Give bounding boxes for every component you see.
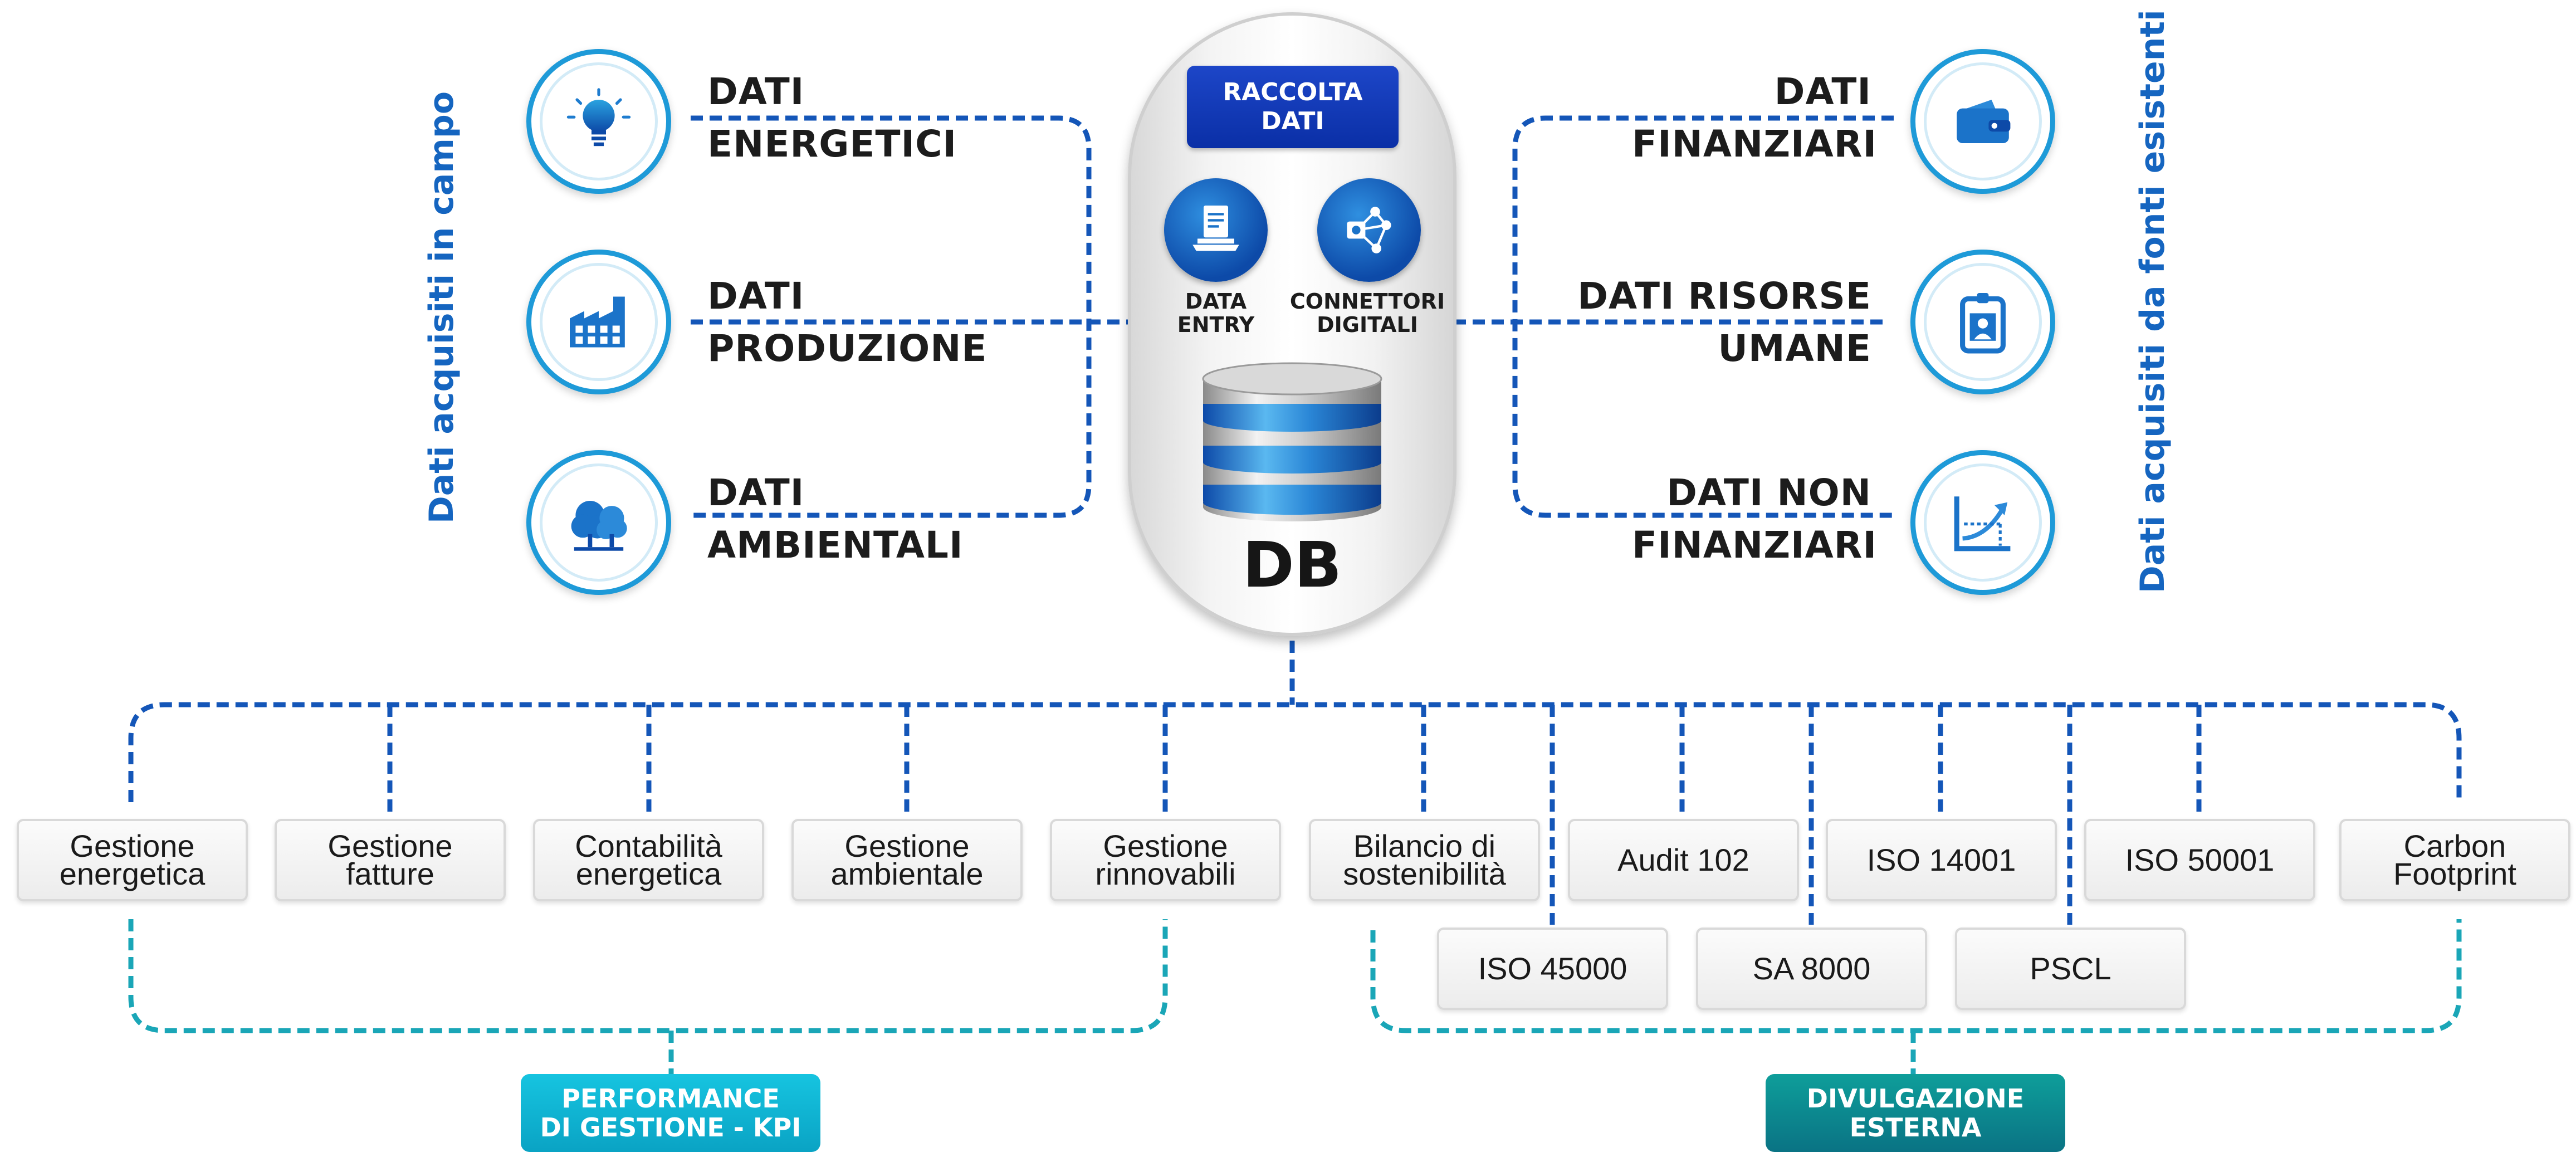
lightbulb-icon xyxy=(566,88,631,147)
connectors-label: CONNETTORI DIGITALI xyxy=(1289,289,1445,337)
wallet-icon xyxy=(1957,100,2011,143)
vertical-label-existing-sources: Dati acquisiti da fonti esistenti xyxy=(2133,9,2172,593)
output-pscl: PSCL xyxy=(1955,928,2186,1010)
source-label-risorse-umane: DATI RISORSE UMANE xyxy=(1577,275,1871,370)
factory-icon xyxy=(570,296,625,348)
source-nonfinancial-circle xyxy=(1910,450,2055,595)
group-label-external: DIVULGAZIONE ESTERNA xyxy=(1766,1074,2065,1152)
database-container xyxy=(1128,12,1456,636)
source-production-circle xyxy=(526,250,671,394)
source-label-finanziari: DATI FINANZIARI xyxy=(1632,70,1878,165)
document-laptop-icon xyxy=(1192,206,1239,251)
source-label-non-finanziari: DATI NON FINANZIARI xyxy=(1632,471,1878,567)
source-environment-circle xyxy=(526,450,671,595)
source-finance-circle xyxy=(1910,49,2055,194)
raccolta-dati-header: RACCOLTA DATI xyxy=(1187,66,1399,148)
source-energy-circle xyxy=(526,49,671,194)
db-label: DB xyxy=(1242,529,1342,602)
output-iso-14001: ISO 14001 xyxy=(1826,819,2057,901)
connectors-circle xyxy=(1317,178,1421,282)
growth-chart-icon xyxy=(1954,496,2011,551)
output-iso-45000: ISO 45000 xyxy=(1437,928,1668,1010)
output-sa-8000: SA 8000 xyxy=(1696,928,1927,1010)
group-label-kpi: PERFORMANCE DI GESTIONE - KPI xyxy=(521,1074,820,1152)
network-icon xyxy=(1347,207,1391,253)
vertical-label-field-data: Dati acquisiti in campo xyxy=(422,91,461,524)
source-label-ambientali: DATI AMBIENTALI xyxy=(707,471,964,567)
output-iso-50001: ISO 50001 xyxy=(2084,819,2315,901)
source-label-energetici: DATI ENERGETICI xyxy=(707,70,957,165)
trees-icon xyxy=(571,501,627,551)
data-entry-label: DATA ENTRY xyxy=(1177,289,1255,337)
data-entry-circle xyxy=(1164,178,1268,282)
database-icon xyxy=(1202,362,1382,521)
source-label-produzione: DATI PRODUZIONE xyxy=(707,275,988,370)
id-badge-icon xyxy=(1960,293,2006,354)
source-hr-circle xyxy=(1910,250,2055,394)
output-audit-102: Audit 102 xyxy=(1568,819,1799,901)
